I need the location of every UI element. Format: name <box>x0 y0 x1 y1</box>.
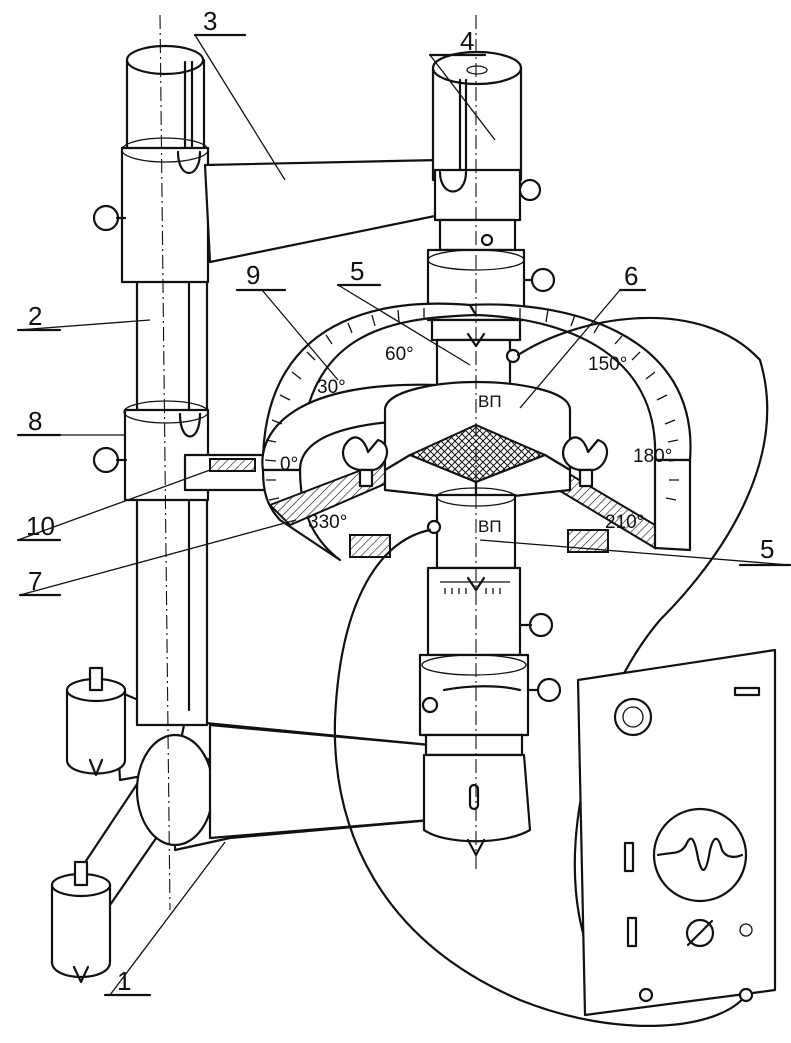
control-box <box>576 648 777 1017</box>
scale-mark-60: 60° <box>385 344 414 365</box>
scale-mark-210: 210° <box>605 512 644 533</box>
scale-mark-150: 150° <box>588 354 627 375</box>
callout-8: 8 <box>28 406 42 436</box>
callout-1: 1 <box>117 966 131 996</box>
callout-5-lower: 5 <box>760 534 774 564</box>
callout-7: 7 <box>28 566 42 596</box>
lower-head <box>418 15 562 870</box>
callout-10: 10 <box>26 511 55 541</box>
callout-4: 4 <box>460 26 474 56</box>
callout-6: 6 <box>624 261 638 291</box>
callout-5-upper: 5 <box>350 256 364 286</box>
support-column <box>92 14 277 911</box>
scale-mark-180: 180° <box>633 446 672 467</box>
scale-mark-0: 0° <box>280 454 298 475</box>
callout-9: 9 <box>246 260 260 290</box>
leader-lines <box>16 33 791 997</box>
lower-head-label: ВП <box>478 517 502 536</box>
upper-arm <box>203 158 442 264</box>
callout-3: 3 <box>203 6 217 36</box>
callout-2: 2 <box>28 301 42 331</box>
sample-table <box>342 380 609 558</box>
lower-arm <box>208 723 432 840</box>
upper-head <box>426 50 556 427</box>
scale-mark-30: 30° <box>317 377 346 398</box>
cable-lower <box>333 528 748 1027</box>
scale-mark-330: 330° <box>308 512 347 533</box>
upper-head-label: ВП <box>478 392 502 411</box>
